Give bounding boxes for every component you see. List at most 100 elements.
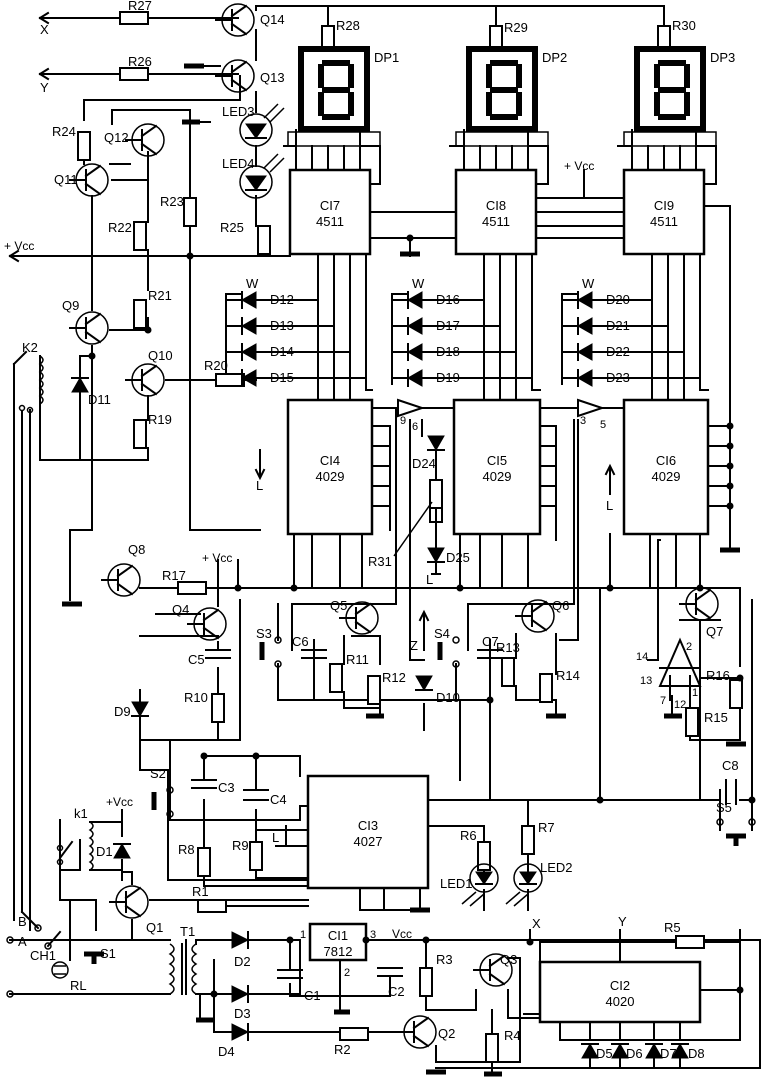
resistor-r26: R26 [119, 54, 152, 81]
label-rl: RL [70, 978, 87, 993]
pin-1reg: 1 [300, 929, 306, 941]
label-a: A [18, 934, 27, 949]
label-b: B [18, 914, 27, 929]
transistor-q14: Q14 [215, 3, 285, 37]
label-c3: C3 [218, 780, 235, 795]
resistor-label: R5 [664, 920, 681, 935]
diode-d13: D13 [240, 317, 294, 335]
resistor-r14: R14 [539, 668, 580, 703]
d11-diode [71, 376, 89, 401]
label-led4: LED4 [222, 156, 255, 171]
ic-part-label: 4029 [652, 469, 681, 484]
d1-diode [113, 842, 131, 859]
resistor-r17: R17 [162, 568, 207, 595]
diode-d18: D18 [406, 343, 460, 361]
resistor-r19: R19 [133, 412, 172, 449]
resistor-label: R10 [184, 690, 208, 705]
label-s2: S2 [150, 766, 166, 781]
pin-9a: 9 [400, 415, 406, 427]
ic-ref-label: CI7 [320, 198, 340, 213]
ic-ref-label: CI8 [486, 198, 506, 213]
label-vcc-q4: + Vcc [202, 551, 232, 565]
label-x-bot: X [532, 916, 541, 931]
s4-switch[interactable] [437, 636, 491, 701]
transistor-label: Q4 [172, 602, 189, 617]
label-c8: C8 [722, 758, 739, 773]
label-c6: C6 [292, 634, 309, 649]
diode-d19: D19 [406, 369, 460, 387]
transistor-q13: Q13 [215, 59, 285, 93]
label-c4: C4 [270, 792, 287, 807]
ic-ref-label: CI3 [358, 818, 378, 833]
ic-ref-label: CI1 [328, 928, 348, 943]
resistor-r20: R20 [204, 358, 245, 387]
transistor-label: Q3 [500, 952, 517, 967]
pin-2reg: 2 [344, 967, 350, 979]
label-d1: D1 [96, 844, 113, 859]
display-label: DP3 [710, 50, 735, 65]
ic-ref-label: CI4 [320, 453, 340, 468]
resistor-label: R30 [672, 18, 696, 33]
misc-symbols [6, 103, 756, 1069]
display-label: DP1 [374, 50, 399, 65]
transistor-q2: Q2 [397, 1015, 455, 1049]
diode-d22: D22 [576, 343, 630, 361]
ic-ref-label: CI6 [656, 453, 676, 468]
diode-label: D19 [436, 370, 460, 385]
ic-part-label: 4511 [650, 214, 678, 229]
label-d11: D11 [88, 392, 111, 407]
diode-d12: D12 [240, 291, 294, 309]
transistor-label: Q2 [438, 1026, 455, 1041]
label-d6: D6 [626, 1046, 643, 1061]
label-c5: C5 [188, 652, 205, 667]
resistor-r2: R2 [334, 1027, 369, 1057]
ic-part-label: 7812 [324, 944, 353, 959]
ic-part-label: 4027 [354, 834, 383, 849]
pin-1op: 1 [692, 687, 698, 699]
resistor-label: R21 [148, 288, 172, 303]
transistor-q10: Q10 [125, 348, 173, 397]
display-dp2: DP2 [455, 46, 567, 147]
s3-switch[interactable] [259, 603, 315, 701]
resistor-label: R23 [160, 194, 184, 209]
resistor-label: R19 [148, 412, 172, 427]
transistor-label: Q1 [146, 920, 163, 935]
diode-label: D16 [436, 292, 460, 307]
label-w3: W [582, 276, 595, 291]
label-s1: S1 [100, 946, 116, 961]
label-y-bot: Y [618, 914, 627, 929]
label-z: Z [410, 638, 418, 653]
resistor-r6: R6 [460, 828, 491, 871]
resistor-label: R7 [538, 820, 555, 835]
diode-label: D22 [606, 344, 630, 359]
resistor-r10: R10 [184, 690, 225, 723]
d24-diode [427, 435, 445, 575]
diode-label: D17 [436, 318, 460, 333]
resistor-r1: R1 [192, 884, 227, 913]
s5-switch[interactable] [716, 818, 756, 846]
ic-part-label: 4029 [483, 469, 512, 484]
led1-symbol [461, 863, 499, 907]
label-k1: k1 [74, 806, 88, 821]
resistor-label: R9 [232, 838, 249, 853]
diode-label: D12 [270, 292, 294, 307]
ground-symbols [62, 63, 746, 1077]
resistor-r11: R11 [329, 652, 369, 693]
pin-7op: 7 [660, 695, 666, 707]
transistor-q3: Q3 [473, 952, 517, 987]
ic-part-label: 4029 [316, 469, 345, 484]
s2-switch[interactable] [151, 786, 174, 818]
diode-label: D18 [436, 344, 460, 359]
pin-2op: 2 [686, 641, 692, 653]
transistor-label: Q10 [148, 348, 173, 363]
resistor-r24: R24 [52, 124, 91, 161]
label-d25: D25 [446, 550, 470, 565]
ic-ref-label: CI5 [487, 453, 507, 468]
label-c1: C1 [304, 988, 321, 1003]
